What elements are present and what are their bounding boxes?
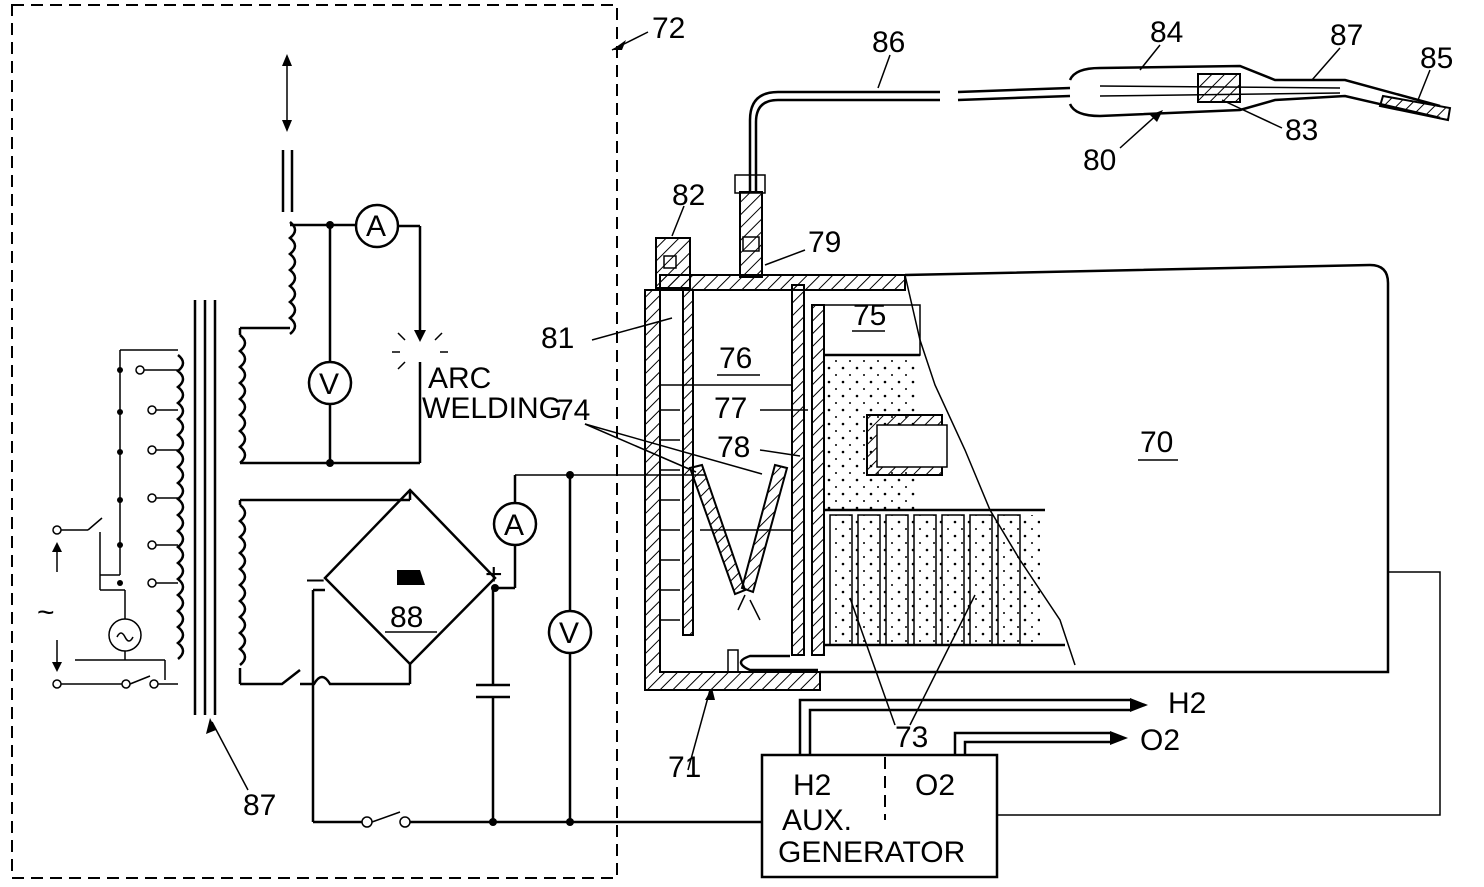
ref-72: 72 [652,12,685,45]
ref-77: 77 [714,392,747,425]
ammeter-bottom-label: A [504,509,524,542]
torch-80: 86 84 87 85 83 80 [872,16,1453,177]
ref-81: 81 [541,322,574,355]
voltmeter-top-label: V [319,368,339,401]
arc-spark-icon [392,332,448,370]
ref-74: 74 [557,394,590,427]
ref-83: 83 [1285,114,1318,147]
aux-generator: H2 O2 AUX. GENERATOR [760,753,999,879]
o2-output-label: O2 [1140,724,1180,757]
ref-76: 76 [719,342,752,375]
ref-88: 88 [390,601,423,634]
ref-80: 80 [1083,144,1116,177]
ref-87-torch: 87 [1330,19,1363,52]
ref-75: 75 [853,299,886,332]
ref-86: 86 [872,26,905,59]
ref-87-transformer: 87 [243,789,276,822]
ref-71: 71 [668,751,701,784]
aux-label: AUX. [782,804,852,837]
ref-85: 85 [1420,42,1453,75]
welding-label: WELDING [422,392,562,425]
rectifier-circuit: 88 – + A V [238,471,762,828]
ref-84: 84 [1150,16,1183,49]
ac-symbol: ~ [37,596,55,629]
h2-output-label: H2 [1168,687,1206,720]
arc-welding-circuit: A V ARC WELDING [238,203,562,467]
ammeter-top-label: A [366,210,386,243]
ref-70: 70 [1140,426,1173,459]
electrolyzer-tank-71: 79 82 81 76 77 78 74 71 [541,90,940,784]
control-box-72: 72 [11,4,685,879]
cell-block-70: 75 70 73 [820,263,1390,754]
voltmeter-top [307,360,353,406]
secondary-coils [238,54,297,666]
transformer-87: ~ 87 [37,300,276,822]
ref-78: 78 [717,431,750,464]
ref-82: 82 [672,179,705,212]
minus-sign: – [307,562,324,595]
ref-79: 79 [808,226,841,259]
arc-label: ARC [428,362,491,395]
gas-outputs: H2 O2 [798,571,1441,816]
generator-label: GENERATOR [778,836,965,869]
aux-generator-o2-label: O2 [915,769,955,802]
voltmeter-bottom-label: V [559,617,579,650]
aux-generator-h2-label: H2 [793,769,831,802]
ref-73: 73 [895,721,928,754]
plus-sign: + [485,558,503,591]
